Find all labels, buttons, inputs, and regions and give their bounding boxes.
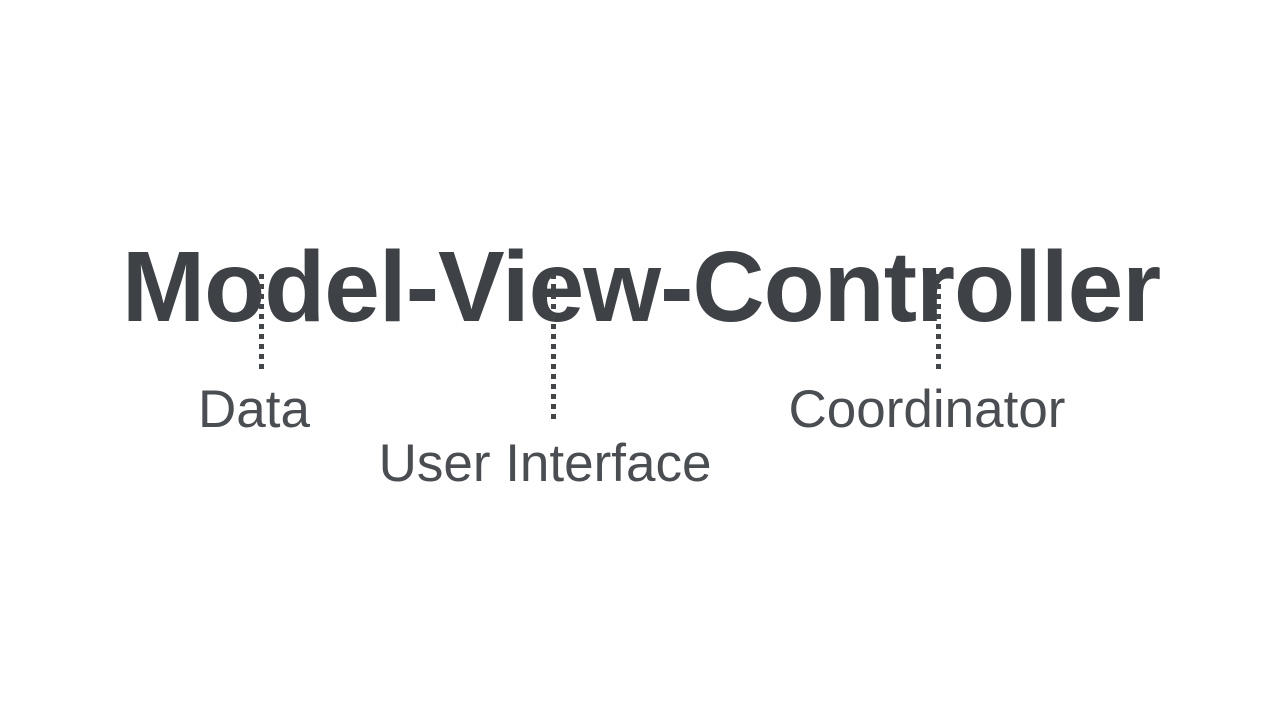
- model-connector-dotted-line: [259, 274, 264, 369]
- view-connector-dotted-line: [551, 274, 556, 419]
- controller-connector-dotted-line: [936, 274, 941, 369]
- model-term-label: Data: [198, 380, 310, 439]
- view-term-label: User Interface: [378, 434, 712, 493]
- page-title: Model-View-Controller: [121, 231, 1161, 343]
- controller-term-label: Coordinator: [788, 380, 1066, 439]
